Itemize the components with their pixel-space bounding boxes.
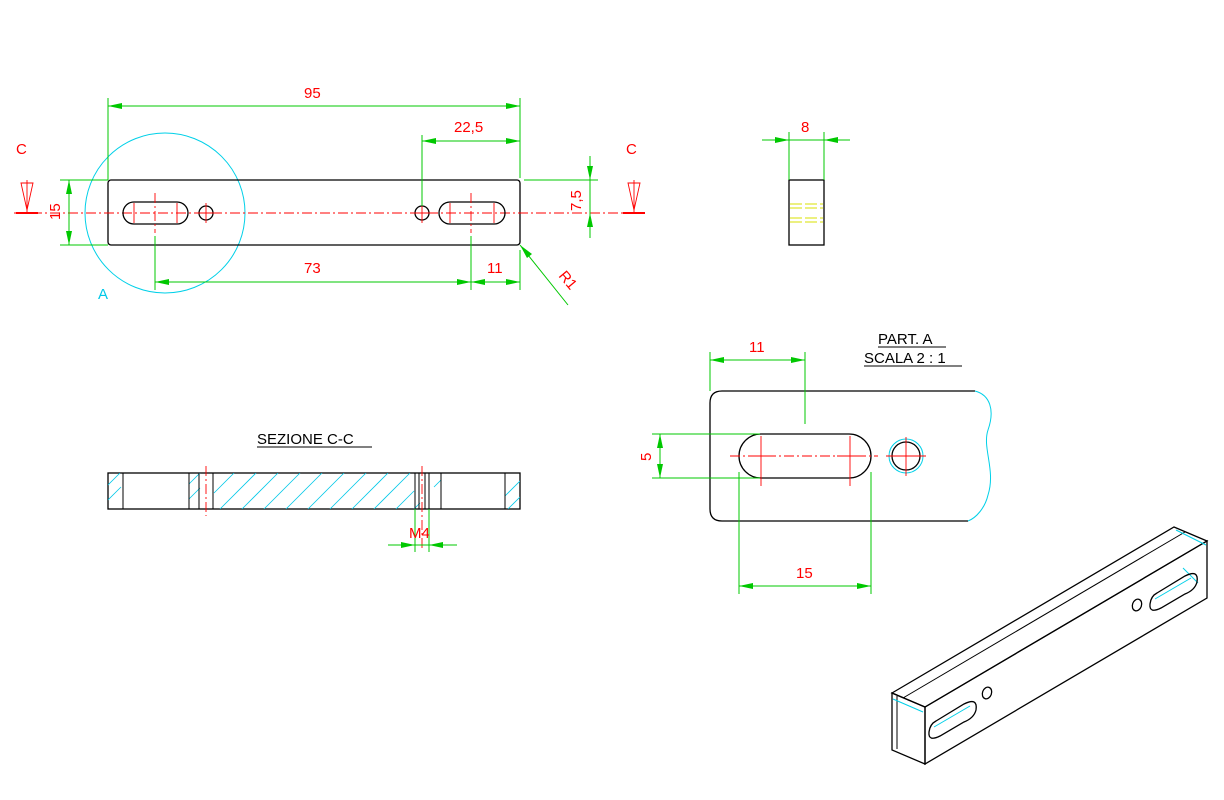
iso-hole-left	[981, 686, 993, 700]
dim-thread: M4	[409, 525, 430, 542]
dim-slot-centers: 73	[304, 260, 321, 277]
section-label-left: C	[16, 141, 27, 158]
iso-slot-left	[928, 700, 977, 739]
dim-radius: R1	[555, 268, 580, 294]
section-arrow-right	[623, 180, 645, 214]
detail-view: PART. A SCALA 2 : 1	[652, 331, 992, 594]
iso-slot-right	[1149, 572, 1198, 611]
radius-leader	[519, 244, 569, 306]
dim-11	[471, 250, 521, 290]
front-view: A C C	[14, 85, 645, 306]
side-outline	[788, 179, 825, 246]
detail-title-line2: SCALA 2 : 1	[864, 350, 946, 367]
iso-front-face	[924, 539, 1208, 766]
dim-22-5	[421, 135, 520, 206]
section-title: SEZIONE C-C	[257, 431, 354, 448]
iso-view	[890, 526, 1209, 766]
dim-half-height: 7,5	[568, 190, 585, 211]
dim-thickness: 8	[801, 119, 809, 136]
detail-break-line	[967, 390, 992, 522]
iso-top-face	[890, 526, 1209, 708]
detail-dim-5: 5	[638, 453, 655, 461]
dim-height: 15	[47, 203, 64, 220]
section-view: SEZIONE C-C	[107, 431, 521, 552]
detail-label-a: A	[98, 286, 108, 303]
plate-outline	[107, 179, 521, 246]
dim-15	[60, 179, 108, 246]
dim-overall-length: 95	[304, 85, 321, 102]
iso-hole-right	[1131, 598, 1143, 612]
detail-title-line1: PART. A	[878, 331, 932, 348]
detail-dim-11: 11	[749, 339, 765, 356]
dim-right-offset: 22,5	[454, 119, 483, 136]
hatch-middle	[213, 473, 415, 509]
section-outline	[107, 472, 521, 510]
section-arrow-left	[16, 180, 38, 214]
section-hatch	[108, 473, 520, 509]
left-slot	[122, 201, 189, 225]
dim-73	[154, 236, 472, 290]
dim-95	[107, 98, 521, 180]
section-label-right: C	[626, 141, 637, 158]
detail-outline	[709, 390, 975, 522]
side-view	[762, 132, 850, 246]
iso-end-face	[891, 692, 926, 765]
right-slot	[438, 201, 506, 225]
dim-7-5	[524, 156, 598, 238]
dim-slot-to-end: 11	[487, 260, 503, 277]
detail-dim-15: 15	[796, 565, 813, 582]
